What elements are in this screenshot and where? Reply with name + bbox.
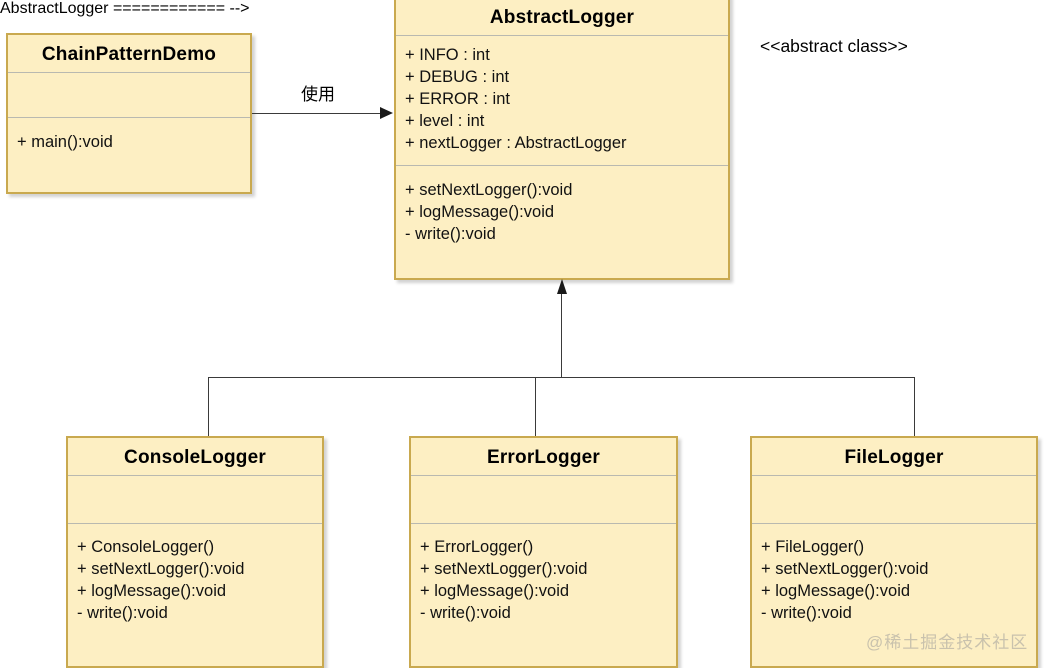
dependency-line-uses [252, 113, 380, 114]
dependency-arrowhead-uses [380, 107, 393, 119]
method-row: + logMessage():void [405, 203, 555, 221]
class-box-file-logger[interactable]: FileLogger + FileLogger() + setNextLogge… [750, 436, 1038, 668]
method-row: - write():void [77, 604, 168, 622]
attribute-row: + INFO : int [405, 46, 490, 64]
class-box-console-logger[interactable]: ConsoleLogger + ConsoleLogger() + setNex… [66, 436, 324, 668]
class-title-console-logger: ConsoleLogger [124, 447, 266, 468]
attribute-row: + nextLogger : AbstractLogger [405, 134, 627, 152]
class-methods-error-logger: + ErrorLogger() + setNextLogger():void +… [420, 536, 672, 624]
method-row: + setNextLogger():void [761, 560, 929, 578]
class-attributes-abstract-logger: + INFO : int + DEBUG : int + ERROR : int… [405, 44, 724, 154]
edge-label-uses: 使用 [301, 85, 335, 104]
method-row: + logMessage():void [761, 582, 911, 600]
method-row: + logMessage():void [420, 582, 570, 600]
class-methods-chain-pattern-demo: + main():void [17, 131, 246, 153]
generalization-arrowhead [557, 279, 567, 294]
class-divider-attributes [68, 475, 322, 476]
attribute-row: + DEBUG : int [405, 68, 510, 86]
class-title-abstract-logger: AbstractLogger [489, 7, 635, 28]
class-divider-attributes [8, 72, 250, 73]
method-row: + ErrorLogger() [420, 538, 534, 556]
class-box-error-logger[interactable]: ErrorLogger + ErrorLogger() + setNextLog… [409, 436, 678, 668]
stereotype-abstract-class: <<abstract class>> [760, 36, 908, 56]
method-row: + logMessage():void [77, 582, 227, 600]
class-title-error-logger: ErrorLogger [486, 447, 601, 468]
class-methods-console-logger: + ConsoleLogger() + setNextLogger():void… [77, 536, 318, 624]
method-row: + setNextLogger():void [405, 181, 573, 199]
method-row: + FileLogger() [761, 538, 865, 556]
generalization-drop-console-logger [208, 377, 209, 436]
class-divider-attributes [396, 35, 728, 36]
class-divider-methods [752, 523, 1036, 524]
class-box-chain-pattern-demo[interactable]: ChainPatternDemo + main():void [6, 33, 252, 194]
method-row: - write():void [420, 604, 511, 622]
class-divider-methods [8, 117, 250, 118]
class-divider-methods [68, 523, 322, 524]
class-title-file-logger: FileLogger [844, 447, 944, 468]
method-row: + ConsoleLogger() [77, 538, 215, 556]
class-divider-attributes [411, 475, 676, 476]
class-divider-attributes [752, 475, 1036, 476]
method-row: - write():void [761, 604, 852, 622]
generalization-horizontal-bar [208, 377, 915, 378]
class-divider-methods [396, 165, 728, 166]
attribute-row: + ERROR : int [405, 90, 510, 108]
class-methods-file-logger: + FileLogger() + setNextLogger():void + … [761, 536, 1032, 624]
method-row: - write():void [405, 225, 496, 243]
method-row: + main():void [17, 133, 113, 151]
attribute-row: + level : int [405, 112, 485, 130]
class-divider-methods [411, 523, 676, 524]
method-row: + setNextLogger():void [77, 560, 245, 578]
generalization-drop-error-logger [535, 377, 536, 436]
class-box-abstract-logger[interactable]: AbstractLogger + INFO : int + DEBUG : in… [394, 0, 730, 280]
generalization-riser [561, 293, 562, 377]
method-row: + setNextLogger():void [420, 560, 588, 578]
class-methods-abstract-logger: + setNextLogger():void + logMessage():vo… [405, 179, 724, 245]
generalization-drop-file-logger [914, 377, 915, 436]
watermark-text: @稀土掘金技术社区 [866, 633, 1029, 652]
class-title-chain-pattern-demo: ChainPatternDemo [41, 44, 217, 65]
